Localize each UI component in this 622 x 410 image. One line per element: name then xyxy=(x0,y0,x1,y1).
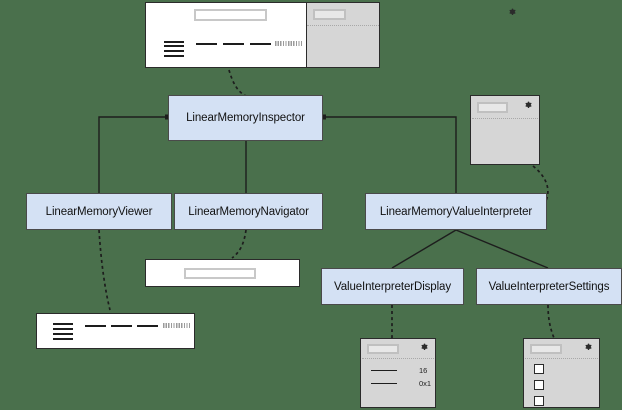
edge-viewer-mockup xyxy=(98,229,111,311)
edge-mockup-inspector xyxy=(228,69,247,97)
mockup-inspector-byte-group xyxy=(250,43,271,45)
gear-icon[interactable] xyxy=(420,343,429,352)
node-linear-memory-viewer[interactable]: LinearMemoryViewer xyxy=(26,193,172,230)
edge-settings-mockup xyxy=(547,304,555,339)
value-interpreter-settings-mockup xyxy=(523,338,600,408)
value-text: 0x1 xyxy=(419,379,432,388)
node-label: LinearMemoryInspector xyxy=(186,112,305,124)
mockup-viewer-address-line xyxy=(53,338,73,340)
mockup-display-divider xyxy=(362,358,434,359)
mockup-display-search-input[interactable] xyxy=(367,344,399,354)
value-interpreter-display-mockup: 16 0x1 xyxy=(360,338,436,408)
node-label: ValueInterpreterSettings xyxy=(488,280,610,293)
mockup-inspector-byte-group xyxy=(223,43,244,45)
edge-interpreter-settings xyxy=(455,229,549,269)
node-linear-memory-inspector[interactable]: LinearMemoryInspector xyxy=(168,95,323,141)
mockup-display-value-row: 16 xyxy=(371,366,427,375)
mockup-inspector-address-line xyxy=(164,50,184,52)
mockup-inspector-side-search-input[interactable] xyxy=(313,9,346,20)
node-label: LinearMemoryViewer xyxy=(45,205,153,218)
linear-memory-navigator-mockup xyxy=(145,259,300,287)
mockup-settings-search-input[interactable] xyxy=(530,344,562,354)
mockup-viewer-byte-group xyxy=(111,325,132,327)
mockup-interpreter-divider xyxy=(472,118,538,119)
mockup-interpreter-search-input[interactable] xyxy=(477,102,508,113)
mockup-inspector-side-divider xyxy=(307,25,379,26)
settings-checkbox[interactable] xyxy=(534,396,544,406)
node-value-interpreter-settings[interactable]: ValueInterpreterSettings xyxy=(476,268,622,305)
value-label-placeholder xyxy=(371,369,397,372)
mockup-inspector-search-input[interactable] xyxy=(194,9,267,21)
mockup-viewer-byte-group xyxy=(137,325,158,327)
node-value-interpreter-display[interactable]: ValueInterpreterDisplay xyxy=(321,268,464,305)
gear-icon[interactable] xyxy=(524,101,533,110)
mockup-viewer-byte-group xyxy=(85,325,106,327)
value-interpreter-panel-mockup xyxy=(470,95,540,165)
mockup-inspector-ascii-region xyxy=(275,41,302,46)
mockup-display-value-row: 0x1 xyxy=(371,379,431,388)
edge-navigator-mockup xyxy=(231,229,247,259)
edge-interpreter-display xyxy=(391,229,457,269)
node-linear-memory-value-interpreter[interactable]: LinearMemoryValueInterpreter xyxy=(365,193,547,230)
gear-icon[interactable] xyxy=(508,8,517,17)
node-label: ValueInterpreterDisplay xyxy=(333,280,452,293)
node-linear-memory-navigator[interactable]: LinearMemoryNavigator xyxy=(174,193,323,230)
mockup-inspector-address-line xyxy=(164,45,184,47)
mockup-navigator-address-input[interactable] xyxy=(184,268,256,279)
mockup-inspector-byte-group xyxy=(196,43,217,45)
mockup-viewer-address-line xyxy=(53,323,73,325)
mockup-settings-divider xyxy=(525,358,598,359)
linear-memory-viewer-mockup xyxy=(36,313,195,349)
edge-inspector-viewer xyxy=(98,116,168,193)
value-label-placeholder xyxy=(371,382,397,385)
mockup-inspector-address-line xyxy=(164,41,184,43)
mockup-inspector-address-line xyxy=(164,55,184,57)
value-text: 16 xyxy=(419,366,428,375)
node-label: LinearMemoryValueInterpreter xyxy=(379,205,533,218)
linear-memory-inspector-mockup xyxy=(145,2,516,68)
mockup-viewer-address-line xyxy=(53,328,73,330)
settings-checkbox[interactable] xyxy=(534,380,544,390)
gear-icon[interactable] xyxy=(584,343,593,352)
mockup-viewer-address-line xyxy=(53,333,73,335)
settings-checkbox[interactable] xyxy=(534,364,544,374)
mockup-viewer-ascii-region xyxy=(163,323,190,328)
edge-inspector-interpreter xyxy=(323,116,457,193)
node-label: LinearMemoryNavigator xyxy=(188,205,309,218)
